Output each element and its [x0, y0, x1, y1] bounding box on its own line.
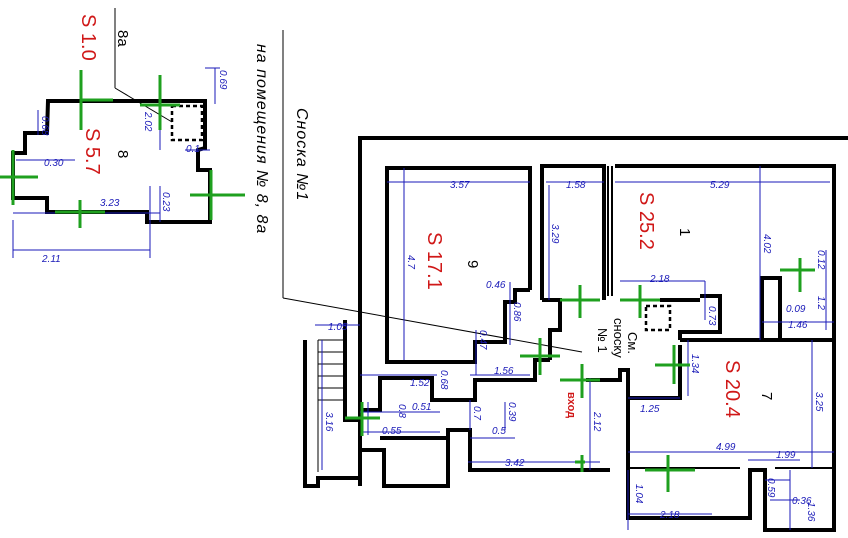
dim-label: 1.36 — [805, 502, 816, 522]
dim-label: 0.73 — [706, 306, 717, 326]
footnote-text: на помещения № 8, 8а — [253, 44, 270, 234]
room-1-walls — [540, 164, 606, 300]
dim-label: 0.36 — [792, 496, 812, 507]
room-9-area: S 17.1 — [423, 232, 445, 290]
dim-label: 5.29 — [710, 180, 730, 191]
dim-label: 3.25 — [813, 392, 824, 412]
dim-label: 0.68 — [438, 370, 449, 390]
dim-label: 2.18 — [659, 510, 680, 521]
door-marker — [79, 70, 113, 130]
dim-label: 1.34 — [689, 354, 700, 374]
dim-label: 3.42 — [505, 458, 525, 469]
door-marker — [780, 258, 815, 292]
room-8-number: 8 — [114, 150, 131, 158]
dim-label: 1.99 — [776, 450, 796, 461]
room-9-walls — [385, 166, 532, 364]
room-8a-number: 8а — [114, 30, 131, 47]
dim-label: 1.46 — [788, 320, 808, 331]
door-marker — [620, 285, 660, 318]
door-marker — [560, 364, 600, 398]
dim-label: 0.30 — [44, 158, 64, 169]
dim-label: 0.8 — [396, 404, 407, 418]
dim-label: 0.47 — [477, 330, 488, 350]
door-marker — [140, 75, 180, 130]
dim-label: 0.46 — [486, 280, 506, 291]
hall-walls — [303, 340, 360, 488]
dim-label: 1.25 — [640, 404, 660, 415]
dim-label: 0.09 — [786, 304, 806, 315]
dim-label: 1.2 — [815, 296, 826, 310]
door-marker — [190, 170, 245, 220]
dim-label: 0.5 — [492, 426, 506, 437]
dim-label: 1.52 — [410, 378, 430, 389]
door-marker — [345, 402, 380, 436]
door-marker — [575, 455, 585, 472]
room-8a-area: S 1.0 — [77, 14, 99, 61]
dim-label: 0.51 — [412, 402, 431, 413]
dim-label: 0.55 — [382, 426, 402, 437]
entry-label: вход — [565, 392, 577, 418]
door-marker — [520, 338, 560, 375]
dim-label: 4.99 — [716, 442, 736, 453]
dim-label: 3.16 — [323, 412, 334, 432]
room-1-area: S 25.2 — [635, 192, 657, 250]
dim-label: 0.12 — [815, 250, 826, 270]
dim-label: 0.39 — [506, 402, 517, 422]
dim-label: 0.23 — [160, 192, 171, 212]
vent-shaft — [644, 304, 672, 332]
dim-label: 4.02 — [761, 234, 772, 254]
room-8-walls — [11, 99, 212, 224]
dim-label: 1.04 — [633, 484, 644, 504]
dim-label: 2.18 — [649, 274, 670, 285]
dim-label: 3.57 — [450, 180, 470, 191]
room-9-number: 9 — [464, 260, 481, 268]
dim-label: 2.02 — [142, 111, 153, 132]
room-7-area: S 20.4 — [721, 360, 743, 418]
footnote-ref-1: См. — [625, 332, 640, 354]
door-marker — [55, 200, 105, 228]
dim-label: 0.68 — [39, 116, 50, 136]
footnote-ref-3: № 1 — [595, 328, 610, 353]
dim-label: 4.7 — [405, 255, 416, 269]
inset-plan — [0, 8, 583, 353]
door-marker — [655, 345, 690, 384]
building-outline — [358, 136, 848, 486]
dim-label: 2.12 — [591, 411, 602, 432]
dim-label: 1.56 — [494, 366, 514, 377]
footnote-title: Сноска №1 — [293, 108, 310, 201]
room-7-walls — [626, 338, 836, 532]
dim-label: 0.69 — [217, 70, 228, 90]
dim-label: 0.59 — [765, 478, 776, 498]
dim-label: 0.86 — [511, 302, 522, 322]
door-marker — [560, 285, 600, 318]
footnote-ref-2: сноску — [611, 318, 626, 358]
dim-label: 3.29 — [549, 224, 560, 244]
room-7-number: 7 — [758, 392, 775, 400]
room-8-area: S 5.7 — [81, 128, 103, 175]
dim-label: 0.7 — [471, 406, 482, 420]
vent-shaft-8a — [170, 104, 204, 142]
dim-label: 1.05 — [328, 322, 348, 333]
room-1-number: 1 — [676, 228, 693, 236]
door-marker — [0, 150, 38, 205]
door-marker — [645, 455, 695, 492]
main-plan — [303, 136, 848, 532]
dim-label: 0.1 — [186, 144, 200, 155]
dim-label: 1.58 — [566, 180, 586, 191]
dim-label: 3.23 — [100, 198, 120, 209]
dim-label: 2.11 — [41, 254, 61, 265]
